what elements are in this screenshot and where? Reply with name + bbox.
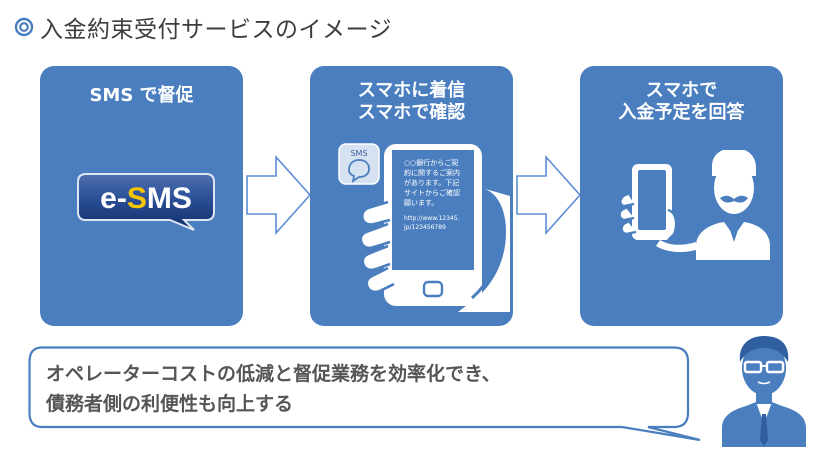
smartphone-hand-icon [360, 144, 510, 312]
flow-arrow [246, 155, 312, 235]
sms-label: SMS [350, 149, 367, 158]
phone-message-url: http://www.12345. [404, 215, 460, 222]
panel-title: スマホに着信 スマホで確認 [310, 80, 513, 124]
panel-title: SMS で督促 [40, 85, 243, 107]
logo-text-s: S [127, 182, 147, 215]
panel-title-line: スマホに着信 [357, 80, 466, 101]
phone-message-line: 願います。 [404, 199, 439, 207]
phone-screen-message: ○○銀行からご契 約に関するご案内 があります。下記 サイトからご確認 願います… [404, 158, 478, 232]
step-panel-reply-payment: スマホで 入金予定を回答 [580, 66, 783, 326]
svg-text:e-SMS: e-SMS [100, 182, 192, 215]
speech-bubble [28, 346, 701, 442]
header: 入金約束受付サービスのイメージ [14, 10, 392, 44]
person-with-phone-icon [618, 150, 770, 260]
panel-title: スマホで 入金予定を回答 [580, 80, 783, 124]
phone-message-line: があります。下記 [404, 179, 460, 187]
e-sms-logo: e-SMS [77, 173, 215, 231]
flow-arrow [516, 155, 582, 235]
panel-title-line: スマホで確認 [357, 102, 466, 123]
phone-message-line: サイトからご確認 [404, 189, 460, 197]
phone-message-line: 約に関するご案内 [404, 169, 460, 177]
double-circle-icon [14, 17, 34, 37]
logo-text-ms: MS [147, 182, 192, 215]
phone-message-line: ○○銀行からご契 [404, 159, 459, 167]
phone-message-url: jp/123456789 [404, 224, 446, 231]
sms-notification-icon: SMS [338, 143, 380, 185]
step-panel-sms-reminder: SMS で督促 e-SMS [40, 66, 243, 326]
benefit-message-line: オペレーターコストの低減と督促業務を効率化でき、 [46, 363, 501, 385]
panel-title-line: スマホで [645, 80, 718, 101]
step-panel-phone-receive: スマホに着信 スマホで確認 ○○銀行からご契 約に関するご案内 があります。下記… [310, 66, 513, 326]
benefit-message-line: 債務者側の利便性も向上する [46, 393, 294, 415]
page-title: 入金約束受付サービスのイメージ [40, 17, 393, 43]
logo-text-e: e- [100, 182, 127, 215]
benefit-message: オペレーターコストの低減と督促業務を効率化でき、 債務者側の利便性も向上する [46, 359, 501, 419]
operator-person-icon [722, 336, 806, 447]
panel-title-line: 入金予定を回答 [618, 102, 745, 123]
panel-title-line: SMS で督促 [89, 85, 194, 106]
